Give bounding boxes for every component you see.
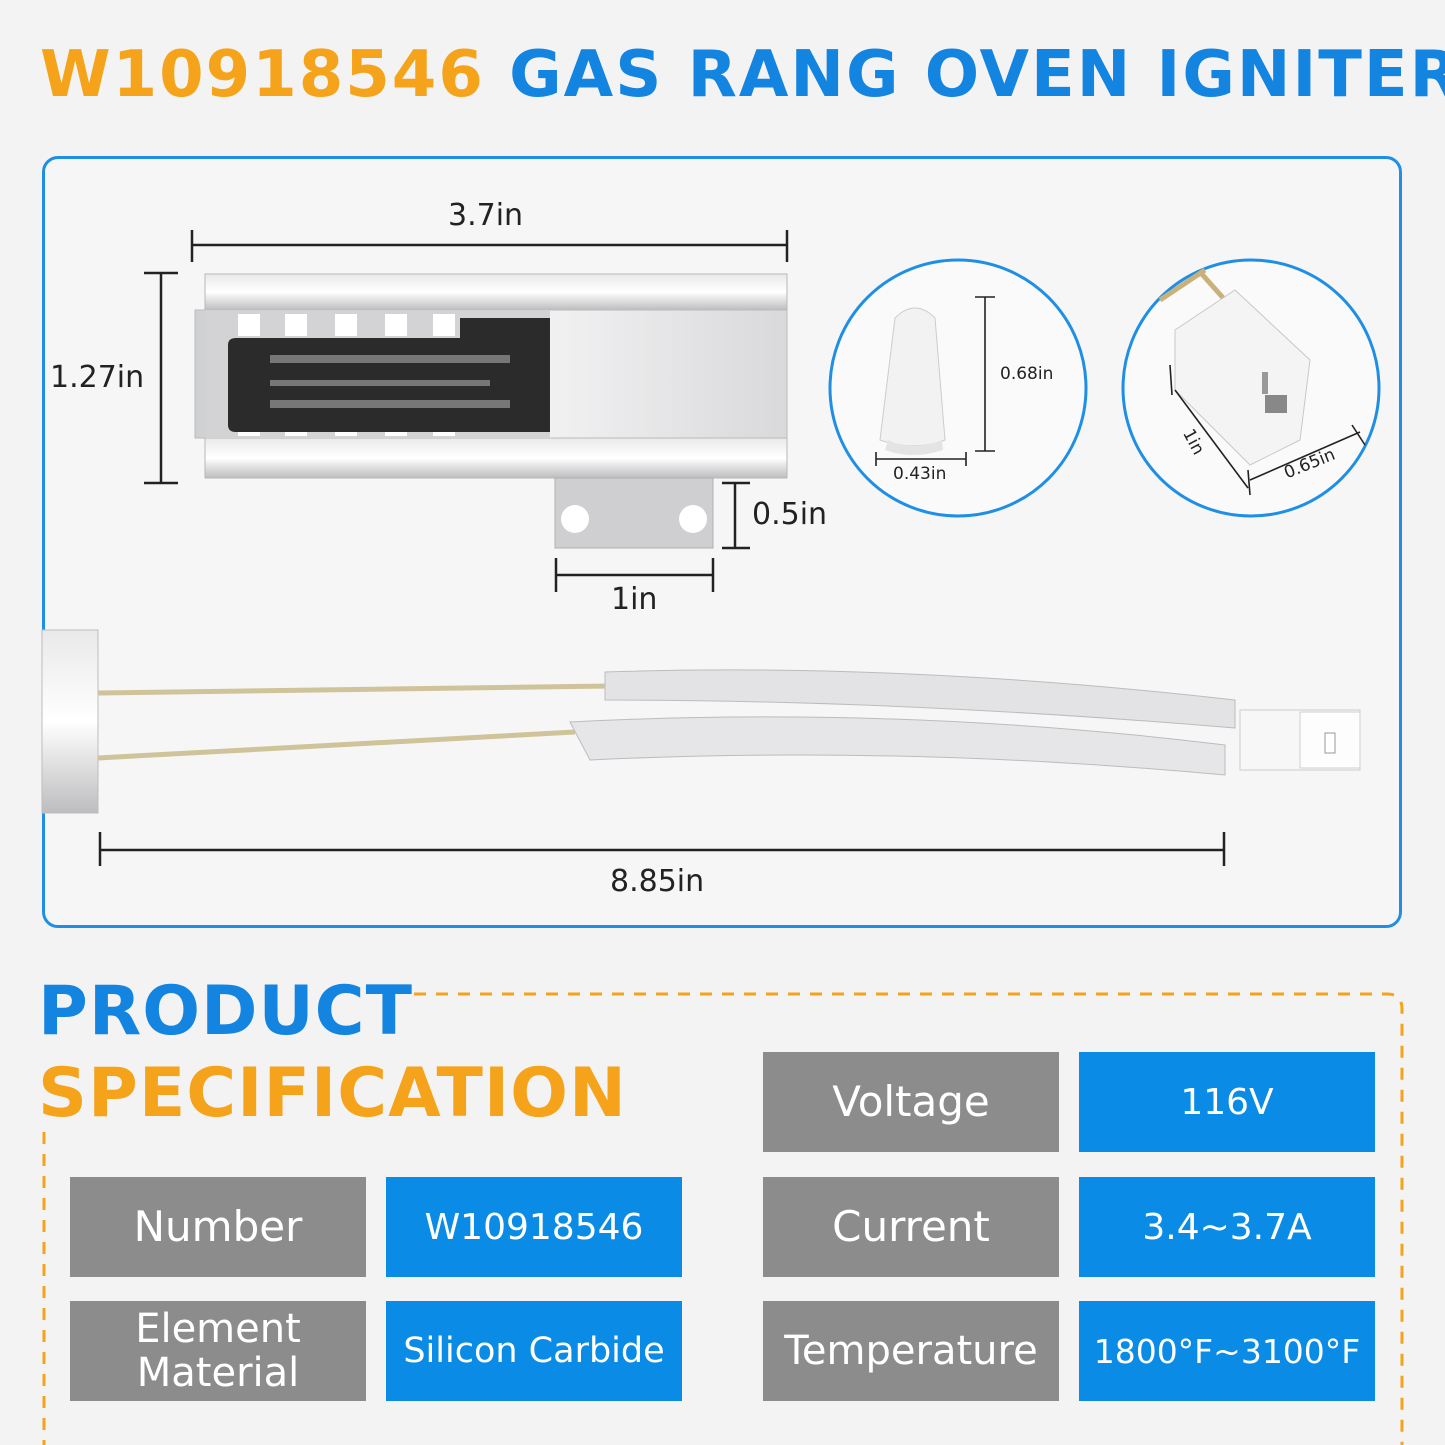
spec-label-number: Number bbox=[70, 1177, 366, 1277]
page-title: W10918546 GAS RANG OVEN IGNITER bbox=[40, 38, 1445, 128]
dim-bracket-width: 1in bbox=[611, 582, 658, 617]
dim-wire-cap-height: 0.68in bbox=[1000, 364, 1054, 384]
spec-label-voltage: Voltage bbox=[763, 1052, 1059, 1152]
dim-overall-length: 8.85in bbox=[610, 864, 705, 899]
spec-label-element-material: Element Material bbox=[70, 1301, 366, 1401]
dim-height-side: 1.27in bbox=[50, 360, 145, 395]
spec-value-number: W10918546 bbox=[386, 1177, 682, 1277]
dim-bracket-height: 0.5in bbox=[752, 497, 828, 532]
spec-heading-line1: PRODUCT bbox=[38, 972, 413, 1051]
dim-wire-cap-width: 0.43in bbox=[893, 464, 947, 484]
spec-heading-line2: SPECIFICATION bbox=[38, 1054, 627, 1133]
spec-value-temperature: 1800°F~3100°F bbox=[1079, 1301, 1375, 1401]
spec-value-current: 3.4~3.7A bbox=[1079, 1177, 1375, 1277]
dimension-panel bbox=[42, 156, 1402, 928]
title-product-name: GAS RANG OVEN IGNITER bbox=[509, 38, 1445, 112]
spec-value-voltage: 116V bbox=[1079, 1052, 1375, 1152]
spec-value-element-material: Silicon Carbide bbox=[386, 1301, 682, 1401]
dim-length-top: 3.7in bbox=[448, 198, 524, 233]
title-part-number: W10918546 bbox=[40, 38, 485, 112]
spec-label-current: Current bbox=[763, 1177, 1059, 1277]
spec-label-temperature: Temperature bbox=[763, 1301, 1059, 1401]
